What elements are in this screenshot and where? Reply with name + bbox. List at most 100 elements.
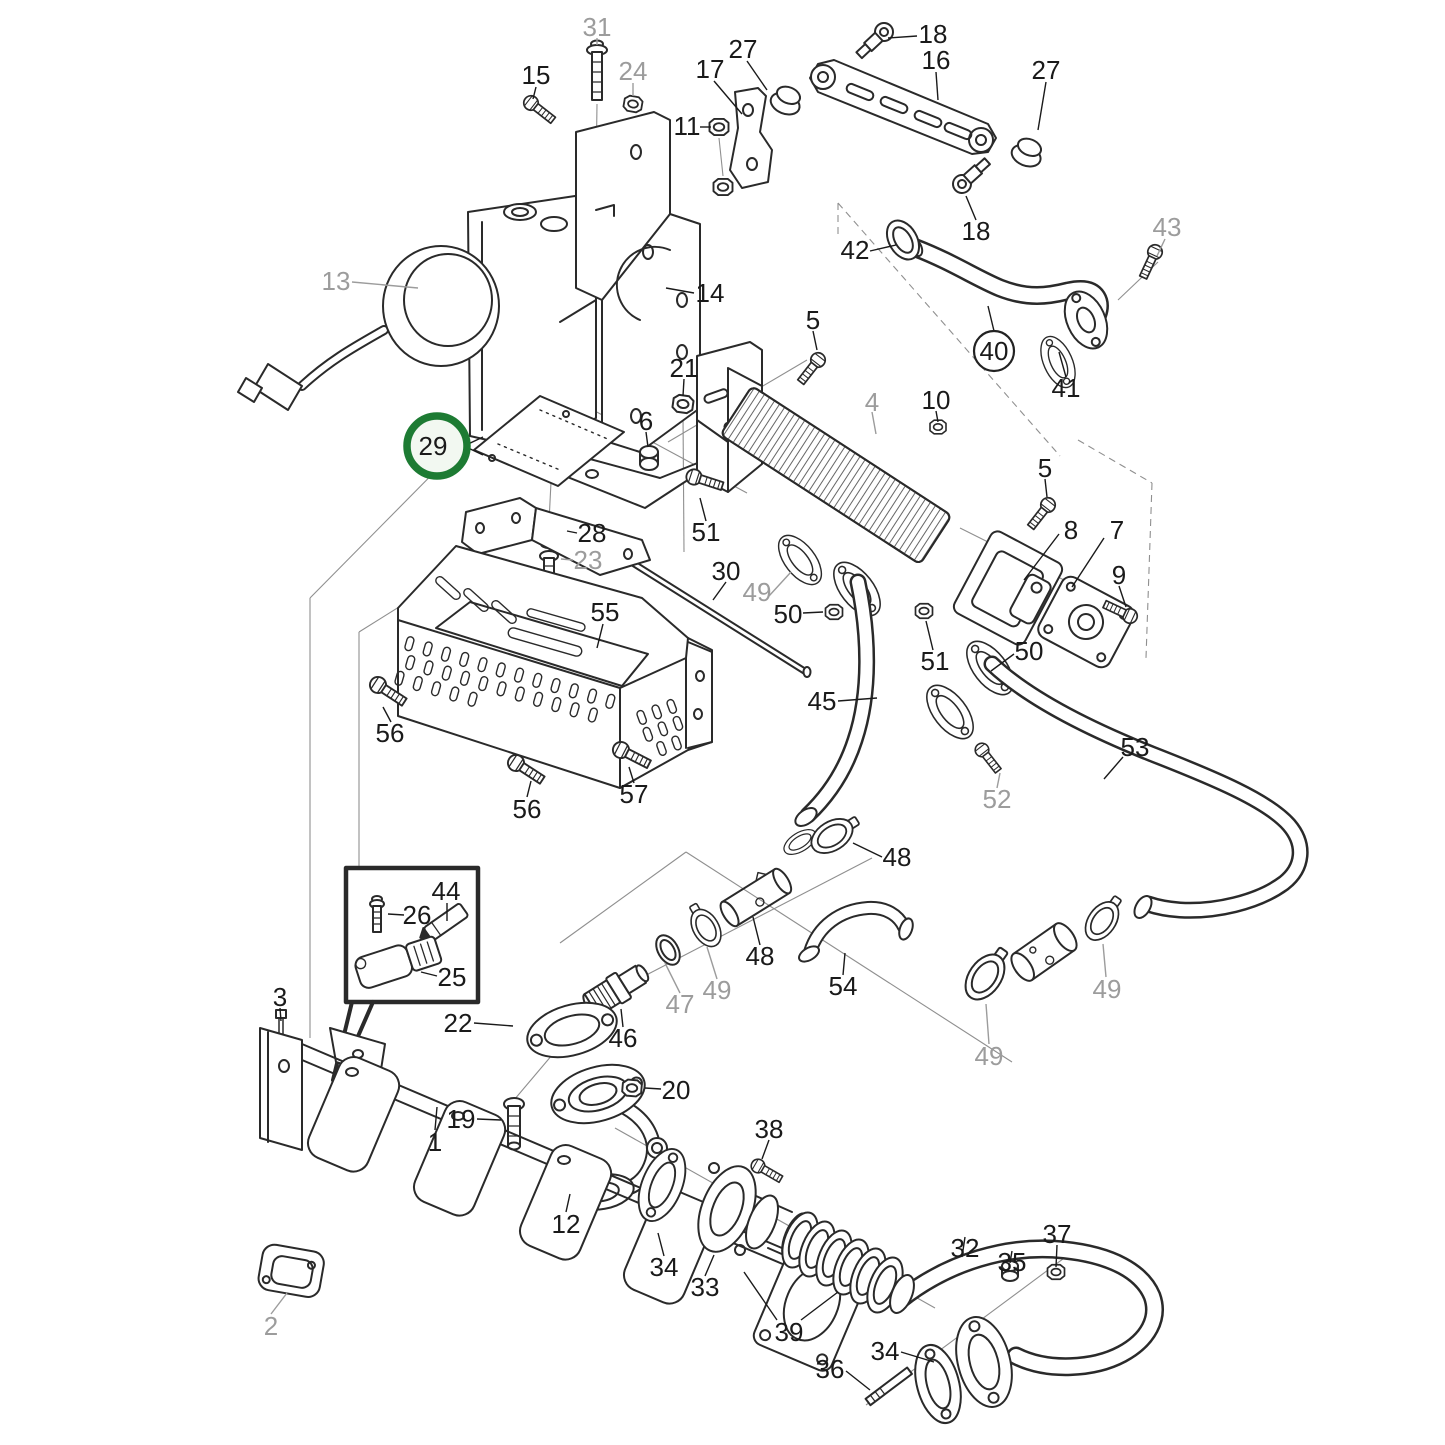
nut-10	[929, 419, 947, 435]
leader-line	[887, 35, 918, 39]
part-label-44: 44	[432, 876, 461, 906]
sensor-8	[1009, 573, 1052, 625]
pipe-45	[779, 573, 876, 862]
part-label-56: 56	[376, 718, 405, 748]
part-label-35: 35	[998, 1247, 1027, 1277]
leader-line	[845, 1370, 871, 1391]
leader-lines	[270, 35, 1166, 1391]
shield-plate-29	[473, 395, 625, 487]
part-label-41: 41	[1052, 373, 1081, 403]
pipe-48	[719, 867, 793, 928]
part-label-56: 56	[513, 794, 542, 824]
leader-line	[664, 962, 681, 994]
part-label-42: 42	[841, 235, 870, 265]
leader-line	[665, 287, 695, 294]
leader-line	[706, 946, 718, 980]
part-label-16: 16	[922, 45, 951, 75]
leader-line	[800, 1291, 839, 1321]
part-label-18: 18	[962, 216, 991, 246]
part-label-57: 57	[620, 779, 649, 809]
leader-line	[620, 1008, 624, 1028]
leader-line	[752, 916, 761, 946]
leader-line	[1037, 81, 1047, 131]
leader-line	[761, 1139, 770, 1160]
part-label-4: 4	[865, 387, 879, 417]
leader-line	[434, 1106, 438, 1131]
part-label-50: 50	[774, 599, 803, 629]
egr-actuator-13	[237, 195, 597, 453]
part-label-3: 3	[273, 982, 287, 1012]
gasket-22	[526, 1001, 618, 1059]
part-label-43: 43	[1153, 212, 1182, 242]
leader-line	[387, 913, 405, 916]
nut-24	[621, 94, 645, 114]
highlight-circle-29	[403, 412, 471, 480]
leader-line	[900, 1351, 935, 1363]
leader-line	[1023, 533, 1060, 581]
leader-line	[1071, 537, 1105, 588]
gasket-42	[885, 219, 921, 261]
part-label-34: 34	[650, 1252, 679, 1282]
leader-line	[837, 697, 878, 702]
part-label-10: 10	[922, 385, 951, 415]
part-label-5: 5	[806, 305, 820, 335]
part-label-45: 45	[808, 686, 837, 716]
leader-line	[645, 431, 649, 448]
part-label-27: 27	[729, 34, 758, 64]
part-label-30: 30	[712, 556, 741, 586]
leader-line	[712, 581, 727, 601]
bolt-26	[369, 895, 385, 933]
part-label-28: 28	[578, 518, 607, 548]
leader-line	[279, 1007, 282, 1022]
spacer-6	[639, 445, 659, 471]
leader-line	[768, 571, 792, 597]
guide-line	[837, 202, 1061, 457]
leader-line	[812, 330, 818, 351]
leader-line	[704, 1254, 715, 1277]
leader-line	[935, 410, 939, 423]
leader-line	[476, 1118, 502, 1121]
part-label-49: 49	[743, 577, 772, 607]
part-label-31: 31	[583, 12, 612, 42]
part-label-19: 19	[447, 1104, 476, 1134]
part-label-48: 48	[746, 941, 775, 971]
part-label-55: 55	[591, 597, 620, 627]
elbow-12-top-flange	[550, 1063, 646, 1125]
part-label-49: 49	[1093, 974, 1122, 1004]
part-label-53: 53	[1121, 732, 1150, 762]
leader-line	[560, 558, 574, 561]
part-label-38: 38	[755, 1114, 784, 1144]
leader-line	[565, 1193, 571, 1213]
part-label-54: 54	[829, 971, 858, 1001]
part-label-17: 17	[696, 54, 725, 84]
leader-line	[1102, 943, 1107, 978]
part-label-52: 52	[983, 784, 1012, 814]
guide-line	[1077, 439, 1153, 484]
leader-line	[682, 378, 685, 397]
egr-cooler-4-group	[639, 341, 1141, 776]
leader-line	[351, 281, 419, 289]
leader-line	[935, 71, 939, 101]
leader-line	[644, 1087, 662, 1090]
leader-line	[852, 842, 883, 858]
leader-line	[699, 497, 707, 522]
inset-box-25-26-44	[331, 865, 481, 1084]
part-label-7: 7	[1110, 515, 1124, 545]
part-label-11: 11	[674, 111, 701, 141]
leader-line	[1055, 1244, 1058, 1268]
leader-line	[961, 1236, 966, 1258]
part-label-12: 12	[552, 1209, 581, 1239]
heat-shield-55	[393, 497, 713, 789]
cooler-core-4	[721, 387, 951, 563]
clamps-49-right	[956, 889, 1131, 1008]
leader-line	[532, 86, 537, 100]
bolt-19	[503, 1097, 525, 1151]
leader-line	[657, 1232, 665, 1257]
part-label-51: 51	[692, 517, 721, 547]
leader-line	[1044, 478, 1048, 498]
bushings-27	[769, 85, 1043, 168]
part-label-5: 5	[1038, 453, 1052, 483]
part-label-26: 26	[403, 900, 432, 930]
guide-line	[559, 851, 687, 944]
part-label-49: 49	[975, 1041, 1004, 1071]
